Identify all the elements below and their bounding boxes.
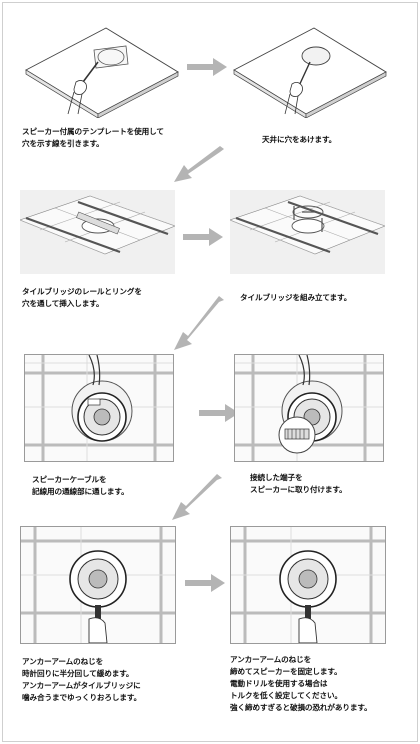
arrow-right-icon — [185, 574, 225, 592]
arrow-diagonal-icon — [172, 474, 222, 520]
arrow-right-icon — [199, 404, 239, 422]
step-8-caption: アンカーアームのねじを締めてスピーカーを固定します。 電動ドリルを使用する場合は… — [230, 655, 372, 712]
step-5-illustration — [24, 354, 174, 462]
step-4-caption: タイルブリッジを組み立てます。 — [240, 293, 352, 302]
step-3-illustration — [20, 190, 175, 274]
step-1-caption: スピーカー付属のテンプレートを使用して穴を示す線を引きます。 — [22, 127, 164, 148]
step-6-illustration — [234, 354, 384, 462]
arrow-diagonal-icon — [174, 296, 224, 350]
step-5-caption: スピーカーケーブルを記線用の通線部に通します。 — [32, 475, 129, 496]
step-7-illustration — [20, 526, 176, 644]
step-1-illustration — [22, 26, 180, 118]
step-3-caption: タイルブリッジのレールとリングを穴を通して挿入します。 — [22, 287, 142, 308]
step-4-illustration — [230, 190, 385, 274]
arrow-diagonal-icon — [174, 146, 224, 182]
arrow-right-icon — [187, 58, 227, 76]
step-7-caption: アンカーアームのねじを時計回りに半分回して緩めます。 アンカーアームがタイルブリ… — [22, 657, 142, 702]
arrow-right-icon — [183, 228, 223, 246]
step-6-caption: 接続した端子をスピーカーに取り付けます。 — [250, 473, 347, 494]
step-2-caption: 天井に穴をあけます。 — [262, 135, 337, 144]
step-2-illustration — [230, 26, 388, 118]
step-8-illustration — [230, 526, 386, 644]
